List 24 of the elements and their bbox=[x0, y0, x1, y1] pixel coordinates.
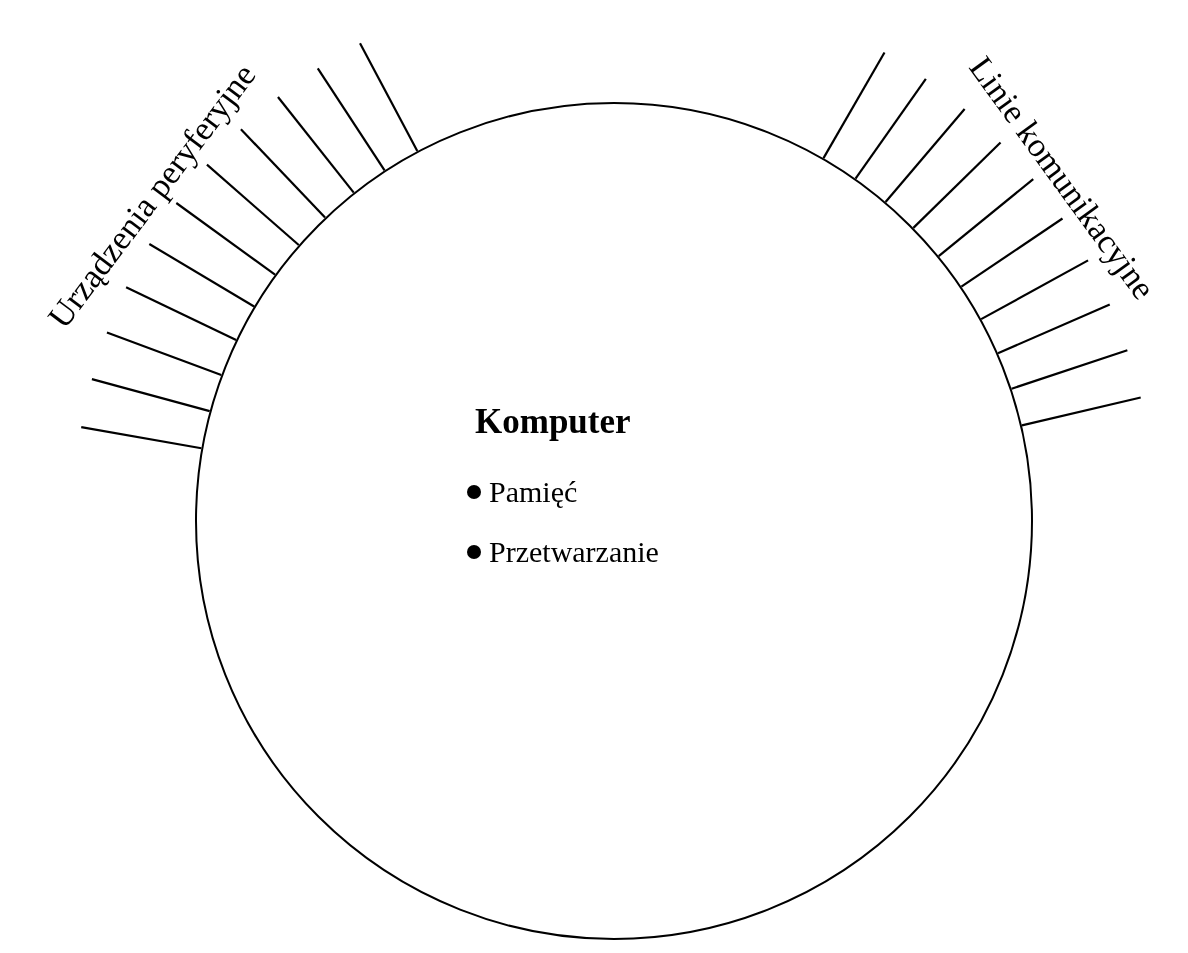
connector-line bbox=[822, 51, 886, 159]
connector-line bbox=[1011, 349, 1128, 390]
node-title: Komputer bbox=[475, 404, 632, 439]
connector-line bbox=[359, 42, 419, 152]
connector-line bbox=[206, 163, 300, 246]
connector-line bbox=[125, 286, 237, 341]
connector-line bbox=[854, 78, 927, 180]
connector-line bbox=[938, 178, 1034, 258]
list-item: Przetwarzanie bbox=[489, 537, 659, 567]
connector-line bbox=[980, 259, 1089, 321]
connector-line bbox=[106, 331, 222, 376]
list-item: Pamięć bbox=[489, 477, 578, 507]
connector-line bbox=[997, 303, 1111, 355]
connector-line bbox=[316, 67, 386, 171]
connector-line bbox=[960, 217, 1064, 288]
connector-line bbox=[277, 96, 355, 194]
connector-line bbox=[240, 128, 326, 219]
connector-line bbox=[81, 425, 202, 450]
connector-line bbox=[1021, 396, 1141, 427]
connector-line bbox=[884, 108, 966, 203]
connector-line bbox=[91, 378, 210, 413]
connector-line bbox=[912, 141, 1002, 229]
connector-line bbox=[175, 202, 276, 276]
connector-line bbox=[148, 243, 255, 308]
